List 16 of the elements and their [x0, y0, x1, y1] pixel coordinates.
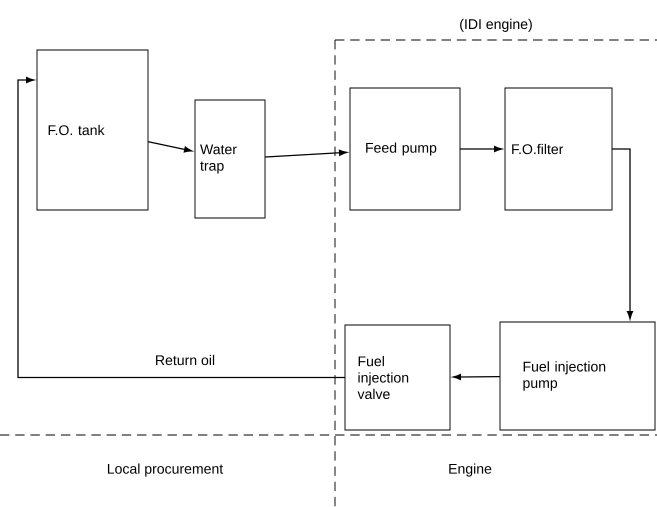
process-box: F.O.filter: [504, 88, 612, 210]
arrow: [612, 148, 634, 320]
area-label: Engine: [449, 463, 492, 477]
arrow: [460, 146, 502, 152]
process-box: Water trap: [194, 100, 266, 218]
process-box: Fuel injection valve: [344, 324, 450, 430]
process-box: Fuel injection pump: [500, 322, 656, 430]
edge-label: Return oil: [156, 354, 214, 366]
process-box: Feed pump: [350, 88, 460, 210]
arrow: [265, 150, 348, 158]
process-box: F.O. tank: [36, 50, 148, 210]
title: (IDI engine): [460, 18, 532, 32]
arrow: [148, 141, 192, 153]
arrow: [17, 76, 345, 378]
area-label: Local procurement: [108, 463, 224, 477]
arrow: [452, 374, 500, 380]
